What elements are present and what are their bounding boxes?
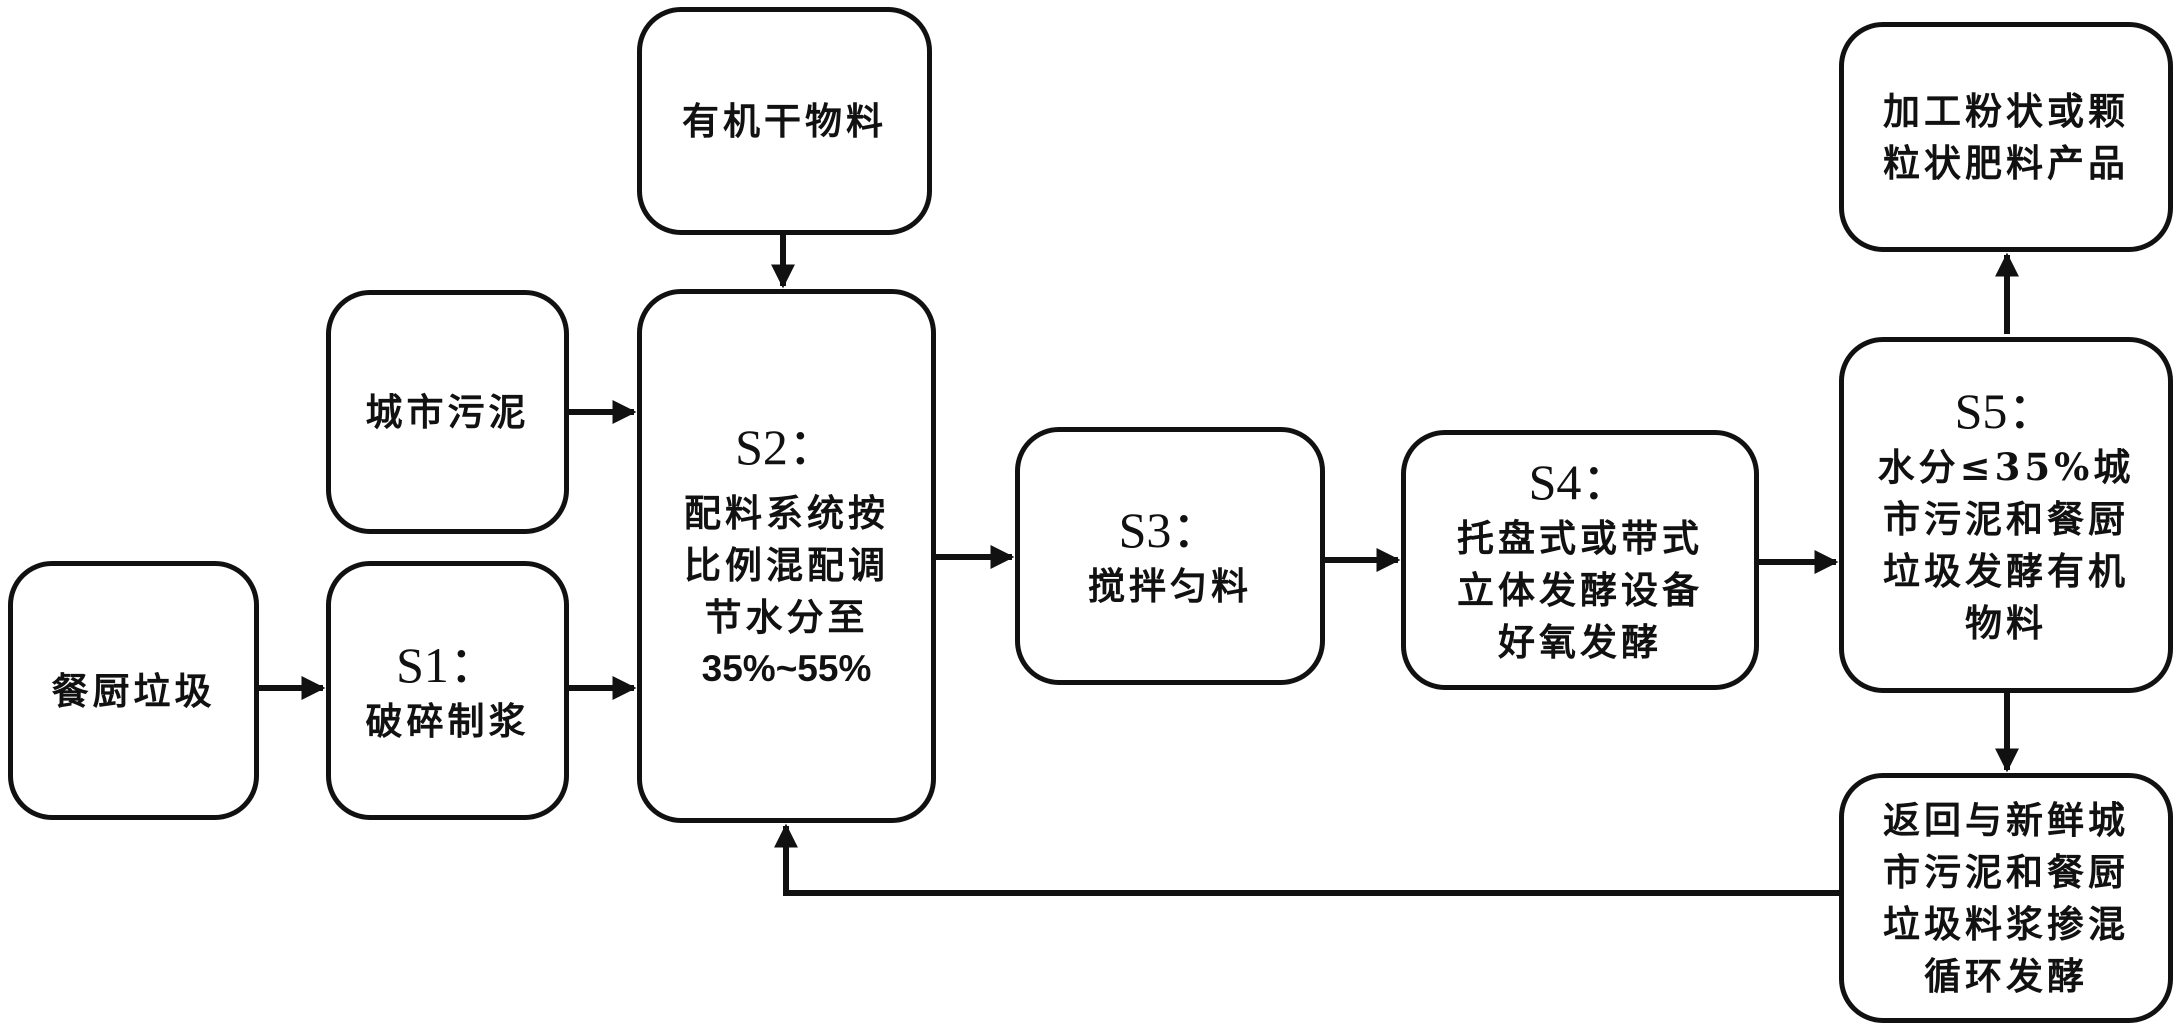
node-s4: S4： 托盘式或带式 立体发酵设备 好氧发酵 — [1401, 430, 1759, 690]
node-recycle-line-2: 市污泥和餐厨 — [1883, 850, 2129, 894]
node-recycle: 返回与新鲜城 市污泥和餐厨 垃圾料浆掺混 循环发酵 — [1839, 773, 2173, 1023]
node-s3: S3： 搅拌匀料 — [1015, 427, 1325, 685]
node-s1-text: 破碎制浆 — [365, 698, 530, 743]
node-s2: S2： 配料系统按 比例混配调 节水分至 35%~55% — [637, 289, 936, 823]
node-recycle-line-3: 垃圾料浆掺混 — [1883, 902, 2129, 946]
node-s5-line-3: 垃圾发酵有机 — [1883, 549, 2129, 593]
node-s1-step: S1： — [396, 636, 499, 693]
node-sludge: 城市污泥 — [326, 290, 569, 534]
node-sludge-text: 城市污泥 — [365, 390, 530, 434]
node-s5-line-4: 物料 — [1965, 601, 2047, 645]
node-food-waste-text: 餐厨垃圾 — [51, 668, 216, 713]
node-s5: S5： 水分≤35%城 市污泥和餐厨 垃圾发酵有机 物料 — [1839, 337, 2173, 693]
node-product-line-1: 加工粉状或颗 — [1883, 89, 2129, 133]
node-s4-line-3: 好氧发酵 — [1498, 620, 1662, 664]
node-s4-line-1: 托盘式或带式 — [1457, 516, 1703, 560]
node-food-waste: 餐厨垃圾 — [8, 561, 259, 820]
node-s3-step: S3： — [1118, 502, 1222, 558]
node-organic-dry-text: 有机干物料 — [682, 99, 887, 143]
node-s2-step: S2： — [735, 419, 838, 475]
node-s5-step: S5： — [1954, 383, 2058, 439]
node-product-line-2: 粒状肥料产品 — [1883, 141, 2129, 185]
node-s2-line-2: 比例混配调 — [684, 543, 889, 587]
node-s5-line-2: 市污泥和餐厨 — [1883, 497, 2129, 541]
node-recycle-line-1: 返回与新鲜城 — [1883, 798, 2129, 842]
node-s2-line-4: 35%~55% — [701, 648, 872, 689]
node-s2-line-3: 节水分至 — [704, 595, 869, 639]
node-s3-text: 搅拌匀料 — [1088, 564, 1252, 608]
node-product: 加工粉状或颗 粒状肥料产品 — [1839, 22, 2173, 252]
node-s5-line-1: 水分≤35%城 — [1877, 445, 2135, 489]
node-s4-line-2: 立体发酵设备 — [1457, 568, 1703, 612]
node-organic-dry: 有机干物料 — [637, 7, 932, 235]
arrow-recycle-to-s2 — [774, 823, 1839, 896]
node-s4-step: S4： — [1528, 454, 1632, 510]
node-recycle-line-4: 循环发酵 — [1924, 954, 2088, 998]
node-s2-line-1: 配料系统按 — [684, 491, 889, 535]
node-s1: S1： 破碎制浆 — [326, 561, 569, 820]
